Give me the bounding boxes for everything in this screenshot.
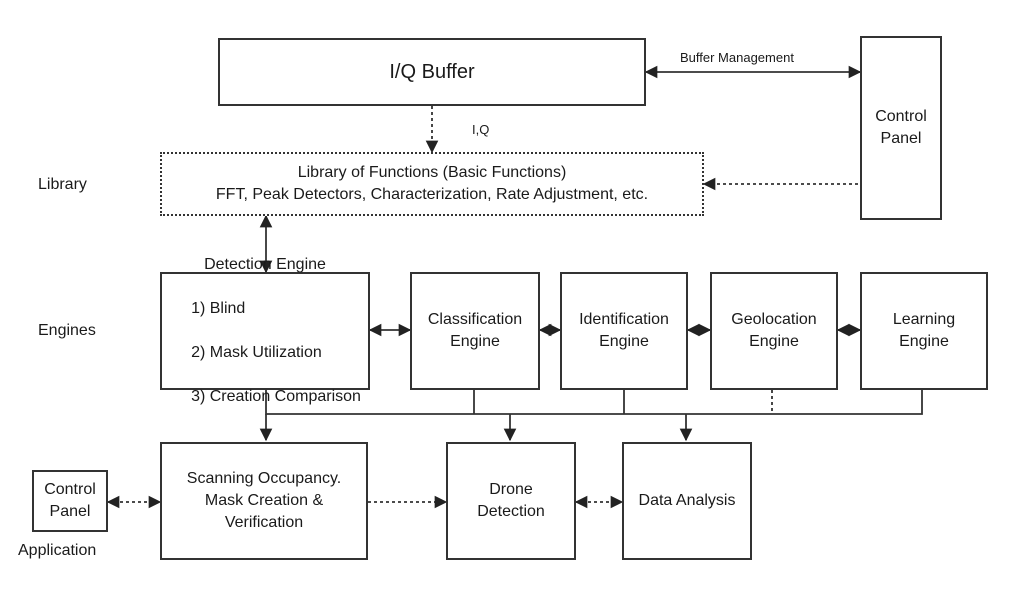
drone-detection-box: Drone Detection: [446, 442, 576, 560]
learning-engine-box: Learning Engine: [860, 272, 988, 390]
iq-label: I,Q: [472, 122, 490, 137]
identification-engine-box: Identification Engine: [560, 272, 688, 390]
geolocation-engine-label: Geolocation Engine: [731, 311, 817, 350]
bus-line: [265, 390, 923, 415]
row-label-library: Library: [38, 176, 87, 193]
control-panel-top-label: Control Panel: [875, 108, 927, 147]
data-analysis-label: Data Analysis: [638, 492, 736, 509]
control-panel-top-box: Control Panel: [860, 36, 942, 220]
detection-engine-box: Detection Engine 1) Blind 2) Mask Utiliz…: [160, 256, 370, 405]
library-line1: Library of Functions (Basic Functions): [297, 164, 567, 181]
detection-item-mask: 2) Mask Utilization: [191, 344, 322, 361]
row-label-engines: Engines: [38, 322, 96, 339]
classification-engine-label: Classification Engine: [427, 311, 523, 350]
control-panel-app-label: Control Panel: [44, 481, 96, 520]
identification-engine-label: Identification Engine: [579, 311, 669, 350]
library-line2: FFT, Peak Detectors, Characterization, R…: [215, 186, 649, 203]
data-analysis-box: Data Analysis: [622, 442, 752, 560]
buffer-management-label: Buffer Management: [680, 50, 794, 65]
drone-detection-label: Drone Detection: [477, 481, 545, 520]
learning-engine-label: Learning Engine: [892, 311, 956, 350]
library-box: Library of Functions (Basic Functions) F…: [160, 152, 704, 216]
control-panel-app-box: Control Panel: [32, 470, 108, 532]
detection-item-blind: 1) Blind: [191, 300, 246, 317]
detection-item-creation: 3) Creation Comparison: [191, 388, 361, 405]
geolocation-engine-box: Geolocation Engine: [710, 272, 838, 390]
classification-engine-box: Classification Engine: [410, 272, 540, 390]
scanning-label: Scanning Occupancy. Mask Creation & Veri…: [186, 470, 342, 531]
detection-engine-title: Detection Engine: [204, 256, 326, 273]
iq-buffer-label: I/Q Buffer: [389, 61, 475, 83]
scanning-box: Scanning Occupancy. Mask Creation & Veri…: [160, 442, 368, 560]
row-label-application: Application: [18, 542, 97, 559]
iq-buffer-box: I/Q Buffer: [218, 38, 646, 106]
